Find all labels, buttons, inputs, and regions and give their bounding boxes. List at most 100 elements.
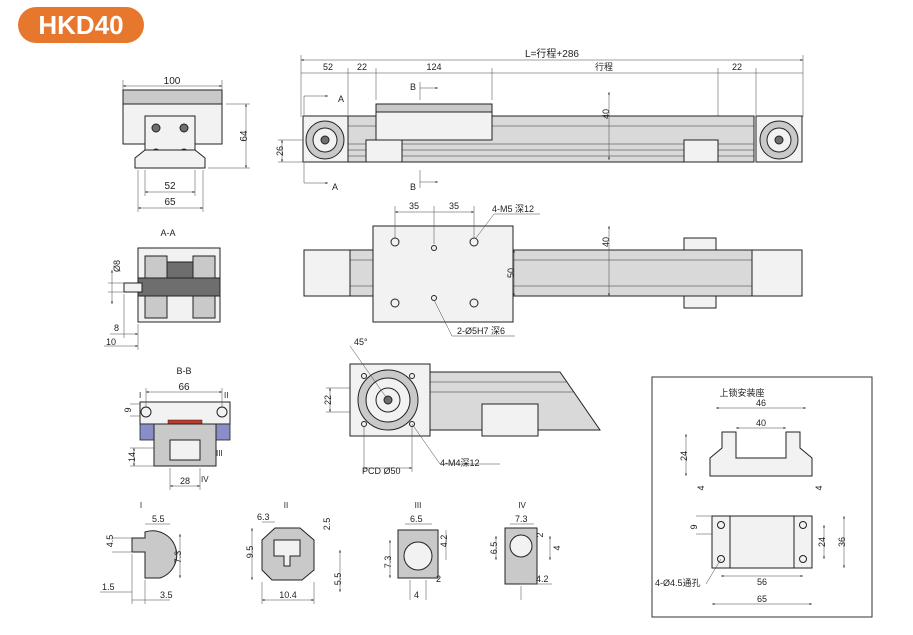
dim-total-length: L=行程+286 (525, 47, 579, 60)
detail-4: IV 7.3 2 6.5 4 4.2 (489, 501, 562, 600)
detail-2: II 6.3 2.5 9.5 5.5 10.4 (245, 501, 343, 604)
dim-40-top: 40 (601, 237, 611, 247)
top-view: 35 35 4-M5 深12 40 50 2-Ø5H7 深6 (303, 201, 803, 337)
m4-callout: 4-M4深12 (440, 458, 480, 468)
carriage-top (122, 89, 223, 105)
d3-dim-6-5: 6.5 (410, 514, 423, 524)
d3-dim-4-2: 4.2 (439, 535, 449, 548)
d4-dim-4: 4 (552, 545, 562, 550)
lock-bracket-title: 上锁安装座 (719, 387, 764, 398)
bb-dim-14: 14 (127, 452, 137, 462)
motor-body-top (303, 249, 351, 297)
lb-dim-24-side: 24 (679, 451, 689, 461)
lb-dim-4-left: 4 (696, 485, 706, 490)
bb-dim-28: 28 (180, 476, 190, 486)
idler-body-top (751, 249, 803, 297)
dim-22-right: 22 (732, 62, 742, 72)
dim-50-top: 50 (506, 268, 516, 278)
lb-dim-65: 65 (757, 594, 767, 604)
d2-dim-9-5: 9.5 (245, 546, 255, 559)
limit-switch-left (365, 139, 403, 163)
detail-3-title: III (415, 501, 422, 510)
switch-bottom (683, 295, 717, 309)
aa-bearing-br (192, 295, 216, 319)
bb-label-3: III (216, 449, 223, 458)
section-a-top: A (338, 94, 344, 104)
pin-callout: 2-Ø5H7 深6 (457, 326, 505, 336)
d1-dim-1-5: 1.5 (102, 582, 115, 592)
bb-dim-66: 66 (178, 382, 190, 393)
dim-64: 64 (239, 130, 250, 142)
d2-dim-6-3: 6.3 (257, 512, 270, 522)
model-badge: HKD40 (18, 7, 144, 43)
d2-dim-10-4: 10.4 (279, 590, 297, 600)
bb-belt (167, 419, 203, 425)
end-view: 100 64 52 65 (122, 76, 250, 212)
dim-52: 52 (164, 181, 176, 192)
d1-dim-4-5: 4.5 (105, 535, 115, 548)
aa-dim-8: 8 (114, 323, 119, 333)
bolt-hole (151, 123, 161, 133)
d3-dim-4: 4 (414, 590, 419, 600)
bb-label-4: IV (201, 475, 209, 484)
aa-bearing-tl (144, 255, 168, 279)
d4-dim-6-5: 6.5 (489, 542, 499, 555)
detail-2-title: II (284, 501, 288, 510)
d1-dim-3-5: 3.5 (160, 590, 173, 600)
angle-45: 45° (354, 337, 368, 347)
switch-perspective (481, 403, 539, 437)
limit-switch-right (683, 139, 719, 163)
d2-dim-5-5: 5.5 (333, 573, 343, 586)
detail-1: I 5.5 4.5 7.3 1.5 3.5 (100, 501, 183, 604)
aa-shaft (137, 277, 221, 297)
aa-bearing-tr (192, 255, 216, 279)
lb-dim-24: 24 (817, 537, 827, 547)
dim-124: 124 (426, 62, 441, 72)
aa-dim-10: 10 (106, 337, 116, 347)
side-view: L=行程+286 52 22 124 行程 22 A A B B 40 (275, 47, 804, 192)
detail-1-title: I (140, 501, 142, 510)
lock-bracket-frame (651, 376, 873, 618)
motor-dim-22: 22 (323, 395, 333, 405)
d3-dim-7-3: 7.3 (383, 556, 393, 569)
lb-dim-46: 46 (756, 398, 766, 408)
lb-dim-9: 9 (689, 524, 699, 529)
d4-dim-2: 2 (535, 532, 545, 537)
pcd-label: PCD Ø50 (362, 466, 401, 476)
lb-dim-56: 56 (757, 577, 767, 587)
detail-1-profile (131, 530, 178, 579)
section-b-top: B (410, 82, 416, 92)
d4-dim-4-2: 4.2 (536, 574, 549, 584)
dim-35-a: 35 (409, 201, 419, 211)
dim-40-side: 40 (601, 109, 611, 119)
section-bb-title: B-B (176, 366, 191, 376)
detail-4-title: IV (518, 501, 526, 510)
base-foot (134, 149, 206, 169)
dim-22-left: 22 (357, 62, 367, 72)
dim-stroke: 行程 (595, 61, 613, 72)
aa-dia-8: Ø8 (112, 260, 122, 272)
motor-end-view: 45° 22 PCD Ø50 4-M4深12 (323, 337, 601, 476)
section-aa-title: A-A (160, 228, 175, 238)
bolt-hole (179, 123, 189, 133)
bb-label-2: II (224, 391, 228, 400)
carriage-top-plate (375, 103, 493, 113)
lb-dim-40: 40 (756, 418, 766, 428)
section-bb: B-B 66 I II III IV 9 14 28 (123, 366, 231, 490)
dim-52-side: 52 (323, 62, 333, 72)
dim-35-b: 35 (449, 201, 459, 211)
d1-dim-7-3: 7.3 (173, 551, 183, 564)
section-b-bottom: B (410, 182, 416, 192)
bb-dim-9: 9 (123, 407, 133, 412)
switch-top (683, 237, 717, 251)
aa-shaft-end (123, 282, 143, 293)
lb-hole-callout: 4-Ø4.5通孔 (655, 578, 701, 588)
m5-callout: 4-M5 深12 (492, 204, 534, 214)
lb-dim-4-right: 4 (814, 485, 824, 490)
lb-dim-36: 36 (837, 537, 847, 547)
d1-dim-5-5: 5.5 (152, 514, 165, 524)
d4-dim-7-3: 7.3 (515, 514, 528, 524)
dim-26-side: 26 (275, 146, 285, 156)
detail-3: III 6.5 4.2 7.3 2 4 (383, 501, 449, 600)
